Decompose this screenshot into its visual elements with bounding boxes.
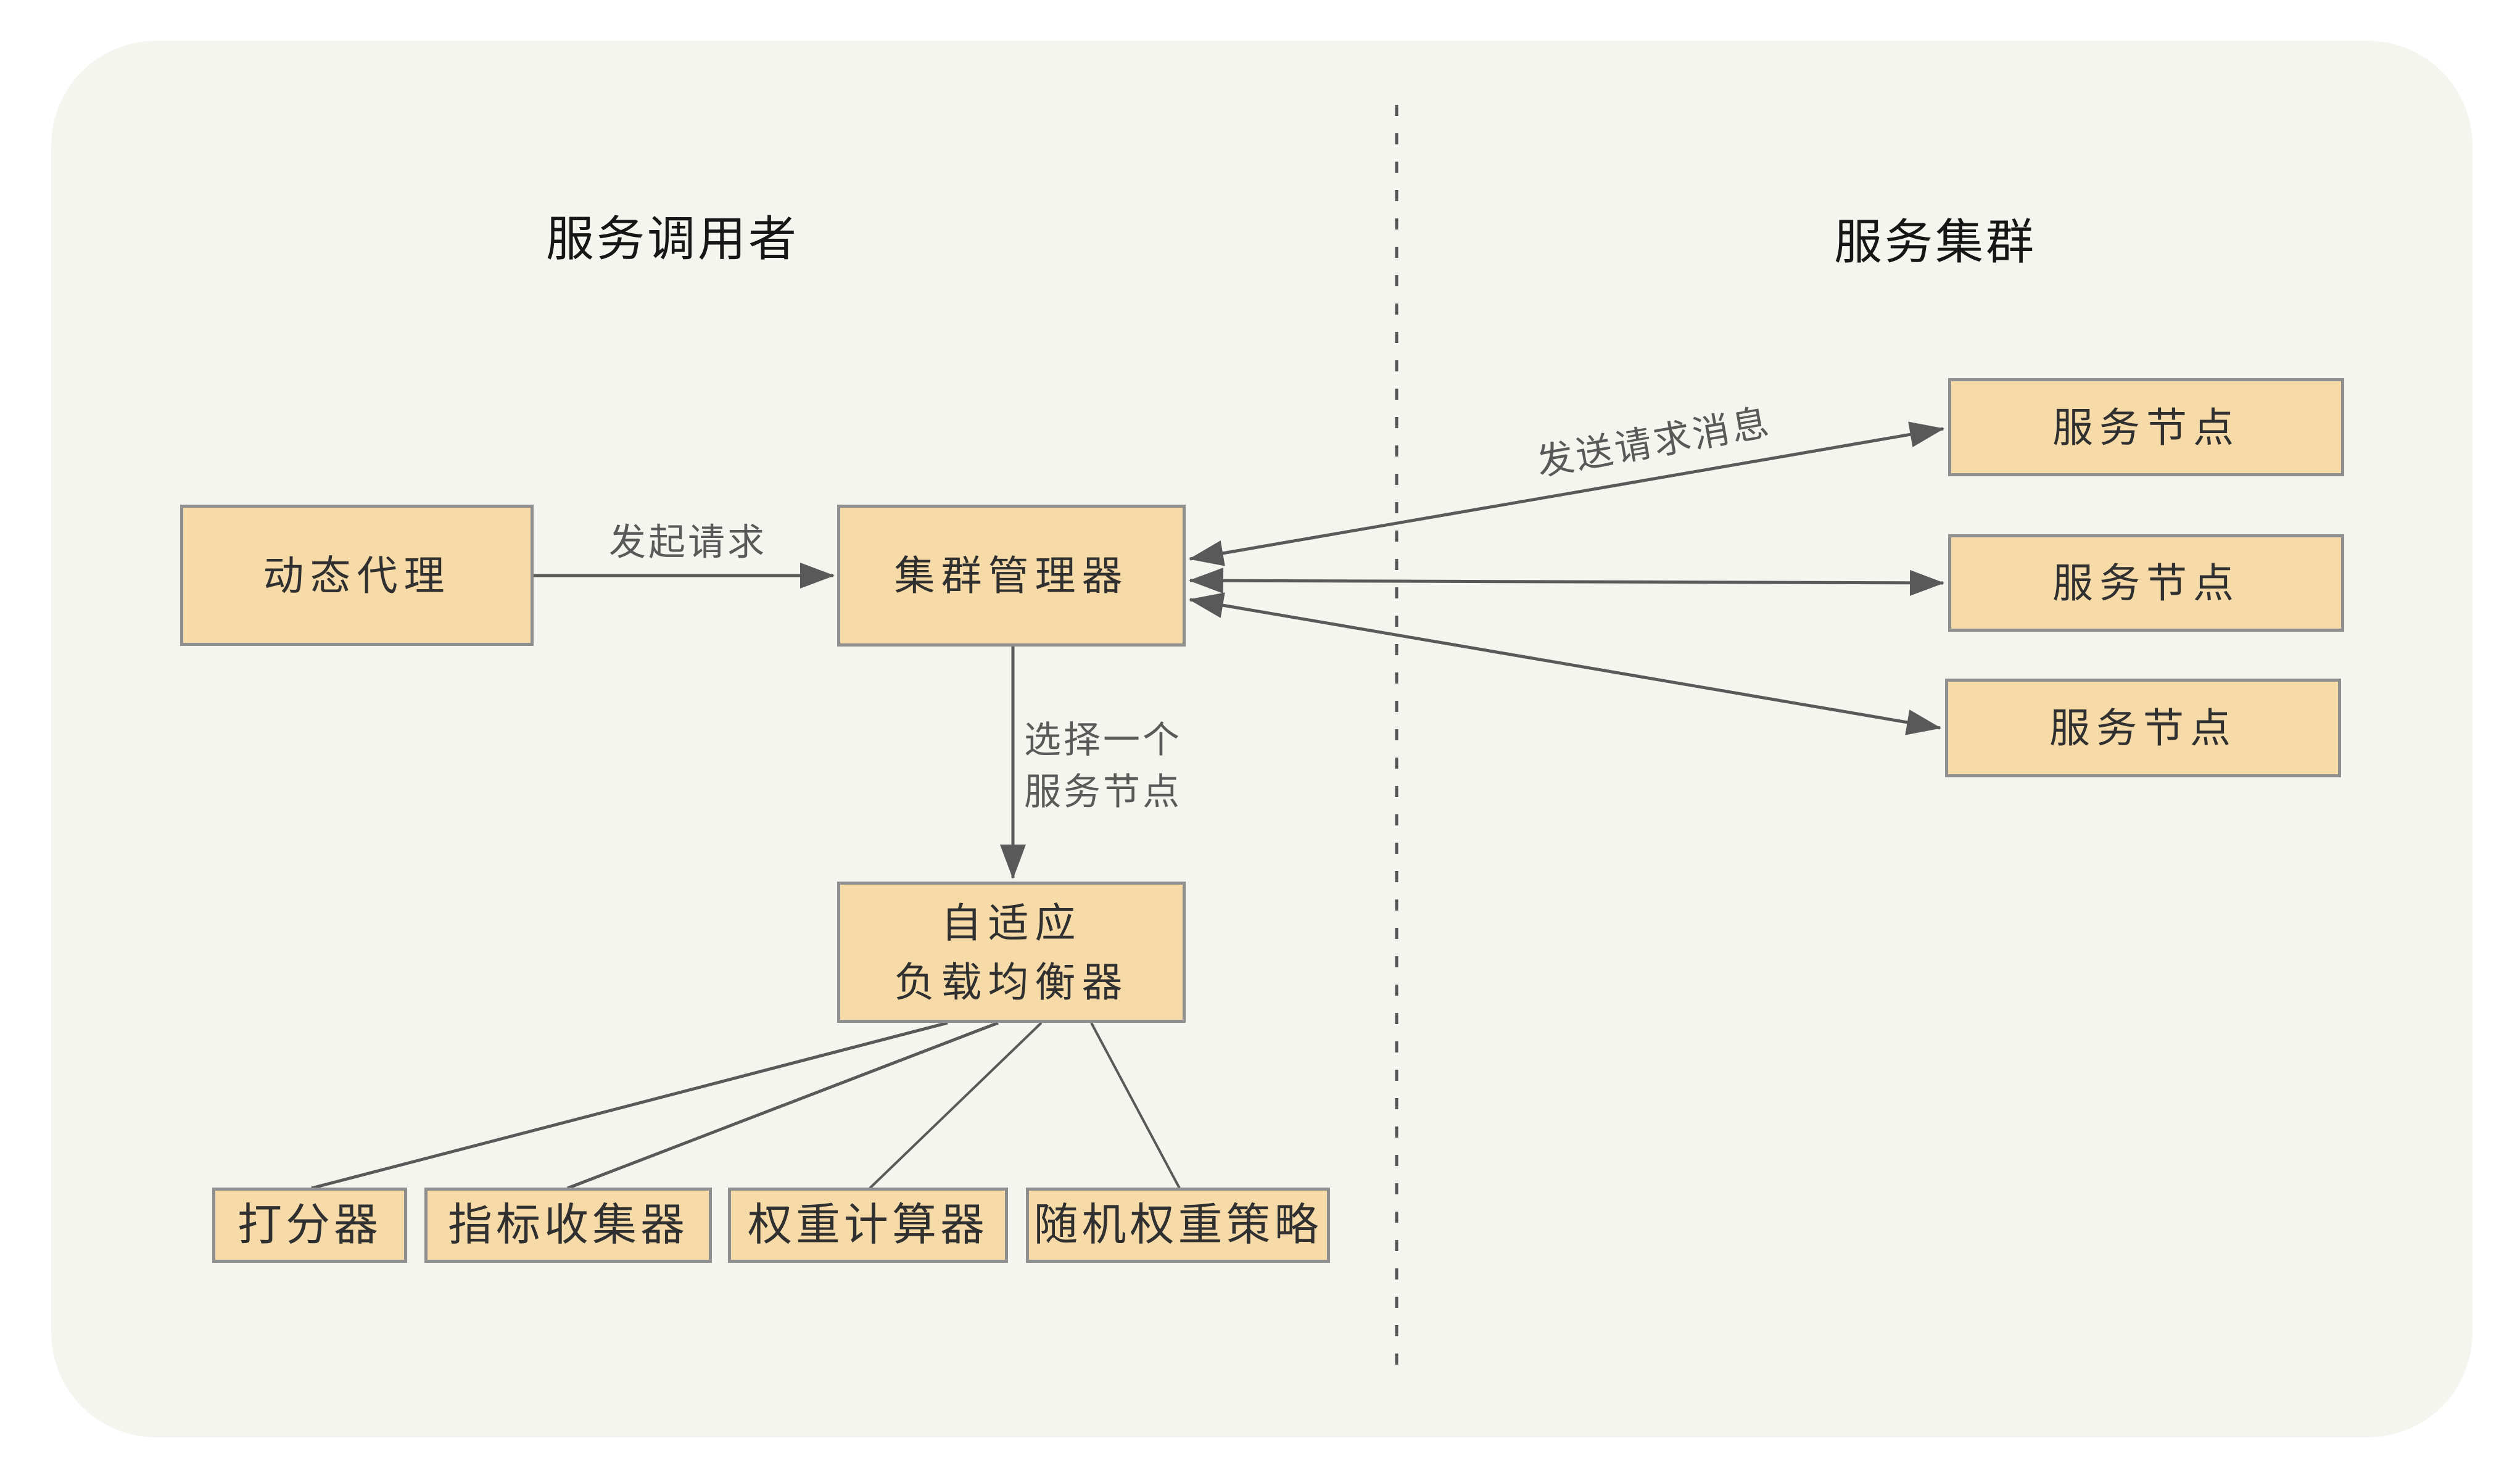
node-adaptive-load-balancer: 自适应 负载均衡器 <box>837 882 1186 1023</box>
edge-label-initiate-request: 发起请求 <box>609 521 767 563</box>
node-dynamic-proxy-label: 动态代理 <box>263 552 451 598</box>
node-random-weight-strategy-label: 随机权重策略 <box>1033 1201 1323 1250</box>
node-weight-calculator-label: 权重计算器 <box>747 1201 988 1250</box>
node-scorer: 打分器 <box>212 1188 407 1263</box>
node-weight-calculator: 权重计算器 <box>728 1188 1008 1263</box>
edge-label-select-node: 选择一个 服务节点 <box>1024 714 1182 818</box>
node-metric-collector-label: 指标收集器 <box>447 1201 688 1250</box>
node-service-node-3: 服务节点 <box>1945 679 2341 777</box>
node-cluster-manager: 集群管理器 <box>837 505 1186 647</box>
node-service-node-2: 服务节点 <box>1948 534 2344 632</box>
node-dynamic-proxy: 动态代理 <box>180 505 534 646</box>
node-scorer-label: 打分器 <box>237 1201 382 1250</box>
section-title-service-cluster: 服务集群 <box>1833 215 2037 269</box>
edge-label-select-node-line2: 服务节点 <box>1024 771 1182 812</box>
edge-lb-to-weight-calculator <box>869 1022 1043 1189</box>
node-metric-collector: 指标收集器 <box>424 1188 712 1263</box>
edge-lb-to-metric-collector <box>567 1021 999 1190</box>
edge-lb-to-random-weight-strategy <box>1090 1022 1181 1189</box>
node-service-node-2-label: 服务节点 <box>2052 560 2240 606</box>
section-title-service-caller: 服务调用者 <box>545 212 799 266</box>
node-service-node-3-label: 服务节点 <box>2049 705 2237 751</box>
node-service-node-1: 服务节点 <box>1948 378 2344 476</box>
edge-send-request-node2 <box>1189 568 1944 596</box>
edge-lb-to-scorer <box>311 1021 948 1190</box>
node-service-node-1-label: 服务节点 <box>2052 404 2240 450</box>
node-random-weight-strategy: 随机权重策略 <box>1026 1188 1330 1263</box>
node-adaptive-load-balancer-label: 自适应 负载均衡器 <box>894 903 1129 1002</box>
edge-send-request-node1 <box>1189 421 1944 566</box>
edge-send-request-node3 <box>1189 592 1941 735</box>
edge-label-select-node-line1: 选择一个 <box>1024 719 1182 761</box>
node-adaptive-load-balancer-line1: 自适应 <box>941 899 1082 946</box>
node-cluster-manager-label: 集群管理器 <box>894 553 1129 598</box>
node-adaptive-load-balancer-line2: 负载均衡器 <box>894 959 1129 1005</box>
